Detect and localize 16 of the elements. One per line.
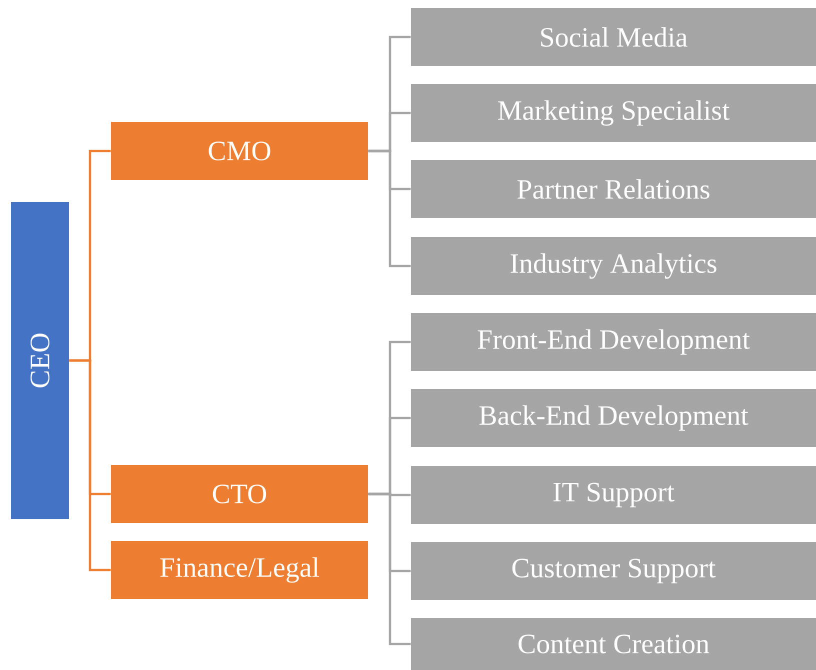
connector: [368, 492, 411, 646]
team-box: Marketing Specialist: [411, 84, 816, 142]
role-box: Finance/Legal: [111, 541, 368, 599]
team-box: Back-End Development: [411, 389, 816, 447]
team-box: Social Media: [411, 8, 816, 66]
role-box: CTO: [111, 465, 368, 523]
team-box: Partner Relations: [411, 160, 816, 218]
team-box: Customer Support: [411, 542, 816, 600]
connector: [368, 150, 411, 268]
team-box: Front-End Development: [411, 313, 816, 371]
ceo-box: CEO: [11, 202, 69, 520]
team-box: Industry Analytics: [411, 237, 816, 295]
team-box: IT Support: [411, 466, 816, 524]
connector: [69, 359, 111, 572]
team-box: Content Creation: [411, 618, 816, 670]
role-box: CMO: [111, 122, 368, 180]
